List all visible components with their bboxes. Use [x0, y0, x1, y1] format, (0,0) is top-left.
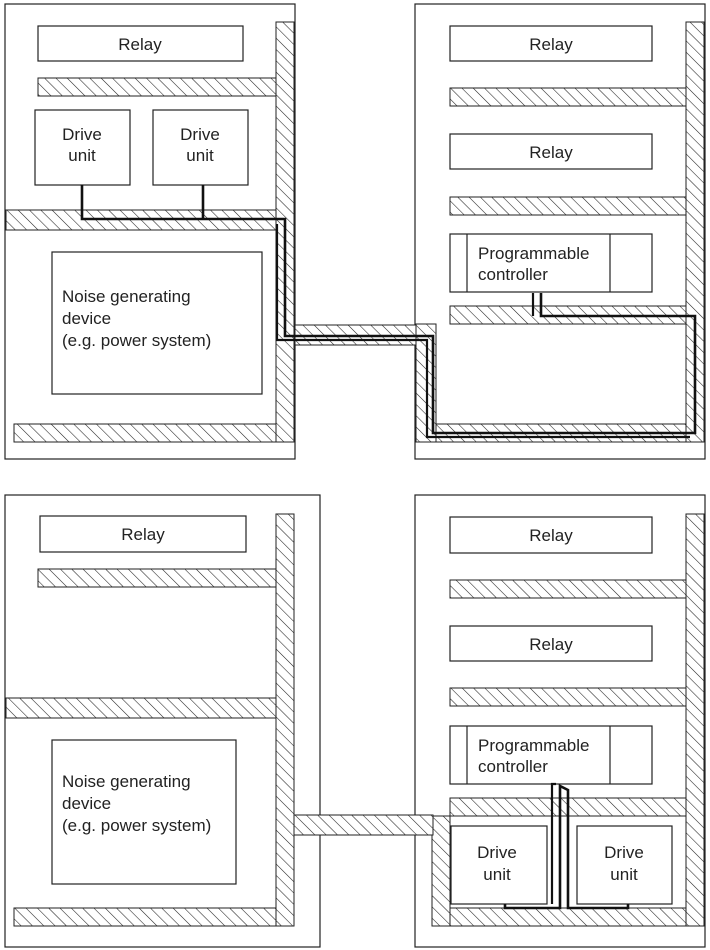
drive-unit-label: unit [483, 865, 511, 884]
relay-box [39, 515, 247, 553]
noise-generating-device-box [51, 739, 237, 885]
horizontal-duct [13, 423, 277, 443]
relay-box [37, 25, 244, 62]
drive-unit-box [450, 825, 548, 905]
relay-box [449, 516, 653, 554]
horizontal-duct [449, 579, 687, 599]
programmable-controller-box [449, 233, 653, 293]
vertical-duct [685, 21, 705, 443]
horizontal-duct [13, 907, 277, 927]
drive-unit-label: Drive [62, 125, 102, 144]
controller-label: Programmable [478, 736, 590, 755]
vertical-duct [431, 815, 451, 927]
programmable-controller-box [449, 725, 653, 785]
noise-device-label: Noise generating [62, 287, 191, 306]
relay-box [449, 625, 653, 662]
noise-device-label: (e.g. power system) [62, 816, 211, 835]
vertical-duct [275, 513, 295, 927]
drive-unit-label: unit [68, 146, 96, 165]
top-right-cabinet: Relay Relay Programmable controller [414, 3, 706, 460]
noise-device-label: Noise generating [62, 772, 191, 791]
horizontal-duct [449, 196, 687, 216]
horizontal-duct [449, 907, 687, 927]
top-left-cabinet: Relay Drive unit Drive unit Noise genera… [4, 3, 296, 460]
cabinet-frame [414, 3, 706, 460]
relay-label: Relay [529, 635, 573, 654]
controller-label: controller [478, 265, 548, 284]
relay-label: Relay [529, 526, 573, 545]
noise-device-label: device [62, 794, 111, 813]
relay-label: Relay [529, 143, 573, 162]
horizontal-duct [37, 77, 277, 97]
drive-unit-box [576, 825, 673, 905]
bottom-layout: Relay Noise generating device (e.g. powe… [4, 494, 706, 948]
relay-box [449, 133, 653, 170]
relay-label: Relay [118, 35, 162, 54]
horizontal-duct [449, 687, 687, 707]
horizontal-duct [37, 568, 277, 588]
horizontal-duct [449, 87, 687, 107]
signal-cable [80, 185, 697, 435]
drive-unit-label: unit [610, 865, 638, 884]
drive-unit-label: Drive [477, 843, 517, 862]
relay-label: Relay [121, 525, 165, 544]
drive-unit-label: Drive [180, 125, 220, 144]
drive-unit-box [34, 109, 131, 186]
signal-cable [503, 783, 630, 910]
vertical-duct [685, 513, 705, 927]
controller-label: Programmable [478, 244, 590, 263]
horizontal-duct [5, 697, 277, 719]
signal-cable-return [275, 224, 690, 439]
signal-cable-return [550, 782, 556, 904]
noise-device-label: (e.g. power system) [62, 331, 211, 350]
bottom-left-cabinet: Relay Noise generating device (e.g. powe… [4, 494, 321, 948]
drive-unit-label: Drive [604, 843, 644, 862]
relay-label: Relay [529, 35, 573, 54]
drive-unit-label: unit [186, 146, 214, 165]
controller-label: controller [478, 757, 548, 776]
connecting-duct [293, 814, 434, 836]
noise-generating-device-box [51, 251, 263, 395]
top-layout: Relay Drive unit Drive unit Noise genera… [4, 3, 706, 460]
noise-device-label: device [62, 309, 111, 328]
relay-box [449, 25, 653, 62]
drive-unit-box [152, 109, 249, 186]
